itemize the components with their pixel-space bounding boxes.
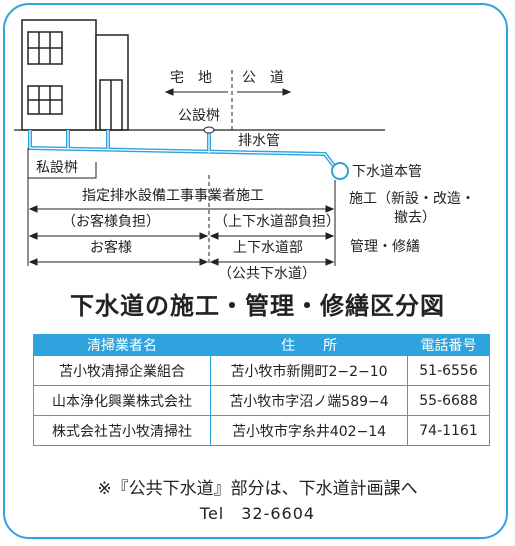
contractor-name-cell: 山本浄化興業株式会社 [33,385,211,416]
column-header-name: 清掃業者名 [33,334,211,356]
contractor-address-cell: 苫小牧市字沼ノ端589−4 [210,385,408,416]
removal-label: 撤去） [394,210,436,226]
contractor-phone-cell: 51-6556 [407,355,490,386]
table-row: 山本浄化興業株式会社 苫小牧市字沼ノ端589−4 55-6688 [33,385,490,416]
contact-phone: Tel 32-6604 [199,504,316,523]
responsibility-brackets [27,178,336,266]
designated-contractor-label: 指定排水設備工事事業者施工 [82,188,264,204]
management-label: 管理・修繕 [350,239,420,255]
sewer-dept-cost-label: （上下水道部負担） [214,214,340,230]
table-header-row: 清掃業者名 住 所 電話番号 [33,334,490,356]
customer-label: お客様 [90,240,132,256]
house-illustration [21,19,129,131]
contractor-phone-cell: 55-6688 [407,385,490,416]
column-header-phone: 電話番号 [407,334,490,356]
contractor-name-cell: 苫小牧清掃企業組合 [33,355,211,386]
public-sewer-label: （公共下水道） [218,266,316,282]
private-basin-label: 私設桝 [36,160,78,176]
table-row: 株式会社苫小牧清掃社 苫小牧市字糸井402−14 74-1161 [33,415,490,446]
contractor-name-cell: 株式会社苫小牧清掃社 [33,415,211,446]
sewer-diagram [14,19,385,266]
cleaning-contractors-table: 清掃業者名 住 所 電話番号 苫小牧清掃企業組合 苫小牧市新開町2−2−10 5… [33,334,490,446]
public-basin-cap [203,126,215,134]
main-sewer-label: 下水道本管 [352,164,422,180]
contact-note: ※『公共下水道』部分は、下水道計画課へ [97,479,418,499]
public-basin-label: 公設桝 [178,108,220,124]
contractor-address-cell: 苫小牧市新開町2−2−10 [210,355,408,386]
customer-cost-label: （お客様負担） [62,214,160,230]
column-header-address: 住 所 [210,334,408,356]
residential-land-label: 宅 地 [170,70,212,86]
table-row: 苫小牧清掃企業組合 苫小牧市新開町2−2−10 51-6556 [33,355,490,386]
contractor-phone-cell: 74-1161 [407,415,490,446]
drain-pipe-label: 排水管 [238,133,280,149]
land-road-arrows [164,88,292,96]
contractor-address-cell: 苫小牧市字糸井402−14 [210,415,408,446]
page-title: 下水道の施工・管理・修繕区分図 [70,292,445,320]
public-road-label: 公 道 [242,70,284,86]
main-sewer-pipe [331,162,349,180]
sewer-dept-label: 上下水道部 [233,240,303,256]
private-basin-bracket [27,148,97,179]
construction-label: 施工（新設・改造・ [349,191,475,207]
